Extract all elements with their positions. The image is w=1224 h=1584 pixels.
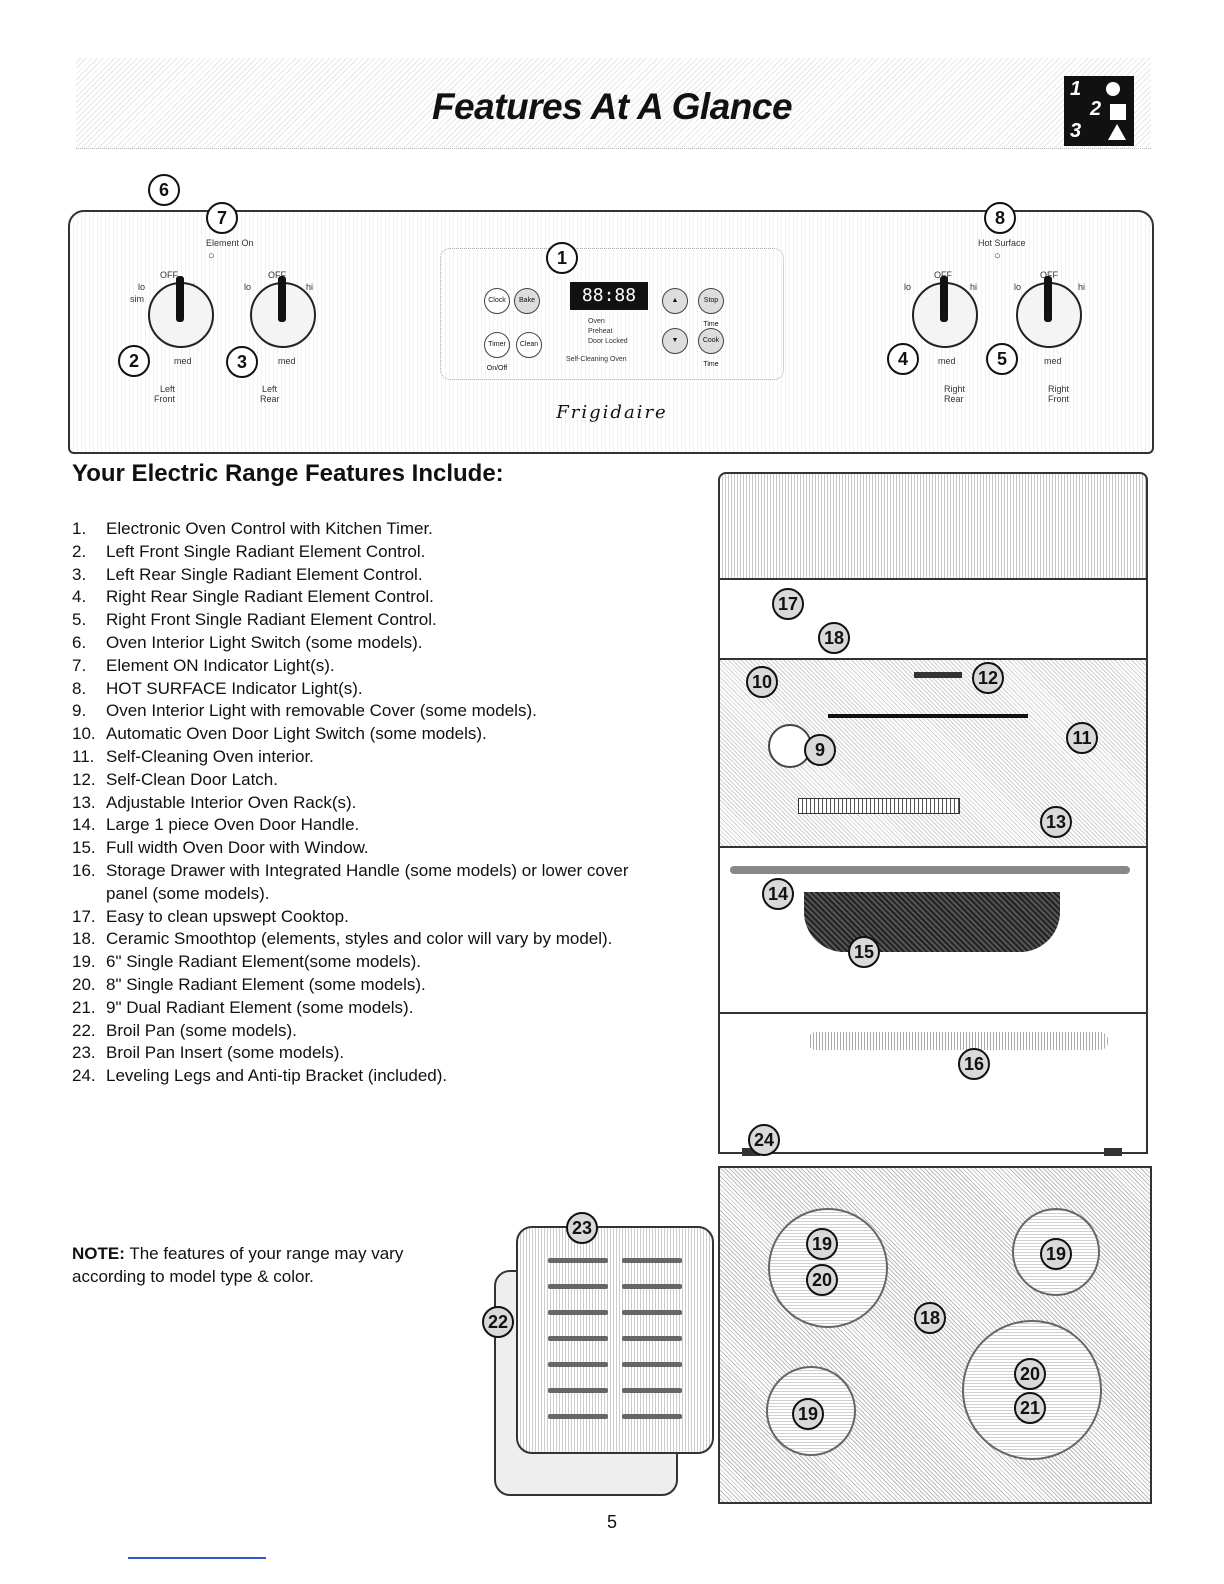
callout-20: 20 [806,1264,838,1296]
list-item: 19.6" Single Radiant Element(some models… [72,952,422,972]
electronic-oven-control [440,248,784,380]
element-on-light-icon: ○ [208,250,215,262]
timer-button[interactable]: Timer On/Off [484,332,510,372]
list-item: 9.Oven Interior Light with removable Cov… [72,701,537,721]
square-shape-icon [1110,104,1126,120]
stop-time-button[interactable]: Stop Time [698,288,724,328]
header-banner [76,58,1151,149]
callout-3: 3 [226,346,258,378]
hot-surface-light-icon: ○ [994,250,1001,262]
up-arrow-button[interactable]: ▲ [662,288,688,314]
callout-6: 6 [148,174,180,206]
brand-logo: Frigidaire [556,402,668,423]
callout-8: 8 [984,202,1016,234]
leveling-leg [742,1148,760,1156]
clean-button[interactable]: Clean [516,332,542,358]
callout-21: 21 [1014,1392,1046,1424]
callout-14: 14 [762,878,794,910]
callout-12: 12 [972,662,1004,694]
left-rear-element-knob[interactable] [250,276,316,348]
callout-10: 10 [746,666,778,698]
callout-1: 1 [546,242,578,274]
note: NOTE: The features of your range may var… [72,1244,404,1286]
list-item: 5.Right Front Single Radiant Element Con… [72,610,437,630]
door-latch [914,672,962,678]
bake-button[interactable]: Bake [514,288,540,314]
list-item: 24.Leveling Legs and Anti-tip Bracket (i… [72,1066,448,1086]
cook-time-button[interactable]: Cook Time [698,328,724,368]
footer-rule [128,1557,266,1559]
list-item: 10.Automatic Oven Door Light Switch (som… [72,724,487,744]
list-item: 23.Broil Pan Insert (some models). [72,1043,345,1063]
leveling-leg [1104,1148,1122,1156]
quick-start-icon: 1 2 3 [1064,76,1134,146]
callout-19: 19 [1040,1238,1072,1270]
list-item: 3.Left Rear Single Radiant Element Contr… [72,564,423,584]
list-item: 20.8" Single Radiant Element (some model… [72,974,426,994]
drawer-handle [808,1032,1108,1050]
list-item: 11.Self-Cleaning Oven interior. [72,746,314,766]
page-number: 5 [606,1512,617,1532]
oven-door-handle [730,866,1130,874]
list-item: 12.Self-Clean Door Latch. [72,769,278,789]
circle-shape-icon [1106,82,1120,96]
control-panel-illustration: Element On ○ Hot Surface ○ OFF lo sim hi… [68,210,1154,454]
clock-display: 88:88 [570,282,648,310]
list-item: 14.Large 1 piece Oven Door Handle. [72,815,360,835]
features-heading: Your Electric Range Features Include: [72,460,504,487]
callout-2: 2 [118,345,150,377]
list-item: 6.Oven Interior Light Switch (some model… [72,632,423,652]
list-item: 21.9" Dual Radiant Element (some models)… [72,997,414,1017]
callout-9: 9 [804,734,836,766]
list-item: 22.Broil Pan (some models). [72,1020,297,1040]
callout-7: 7 [206,202,238,234]
callout-19: 19 [806,1228,838,1260]
list-item: 16.Storage Drawer with Integrated Handle… [72,860,629,903]
clock-button[interactable]: Clock [484,288,510,314]
features-list: 1.Electronic Oven Control with Kitchen T… [72,518,672,1088]
callout-4: 4 [887,343,919,375]
triangle-shape-icon [1108,124,1126,140]
range-backguard [718,472,1148,580]
list-item: 1.Electronic Oven Control with Kitchen T… [72,519,433,538]
left-front-element-knob[interactable] [148,276,214,348]
right-rear-element-knob[interactable] [912,276,978,348]
oven-rack [798,798,960,814]
list-item: 17.Easy to clean upswept Cooktop. [72,906,349,926]
callout-11: 11 [1066,722,1098,754]
list-item: 15.Full width Oven Door with Window. [72,838,369,858]
down-arrow-button[interactable]: ▼ [662,328,688,354]
callout-15: 15 [848,936,880,968]
list-item: 8.HOT SURFACE Indicator Light(s). [72,678,363,698]
right-front-element-knob[interactable] [1016,276,1082,348]
oven-window [804,892,1060,952]
callout-18: 18 [914,1302,946,1334]
callout-19: 19 [792,1398,824,1430]
cooktop-illustration [718,1166,1152,1504]
callout-5: 5 [986,343,1018,375]
callout-13: 13 [1040,806,1072,838]
callout-20: 20 [1014,1358,1046,1390]
range-illustration [718,472,1148,1156]
list-item: 18.Ceramic Smoothtop (elements, styles a… [72,929,613,949]
callout-22: 22 [482,1306,514,1338]
oven-vent [828,714,1028,718]
page-title: Features At A Glance [431,86,793,127]
callout-18: 18 [818,622,850,654]
callout-23: 23 [566,1212,598,1244]
callout-16: 16 [958,1048,990,1080]
radiant-element-dual [962,1320,1102,1460]
list-item: 2.Left Front Single Radiant Element Cont… [72,541,426,561]
list-item: 7.Element ON Indicator Light(s). [72,655,335,675]
callout-17: 17 [772,588,804,620]
list-item: 4.Right Rear Single Radiant Element Cont… [72,587,434,607]
list-item: 13.Adjustable Interior Oven Rack(s). [72,792,357,812]
callout-24: 24 [748,1124,780,1156]
broil-pan-insert [516,1226,714,1454]
